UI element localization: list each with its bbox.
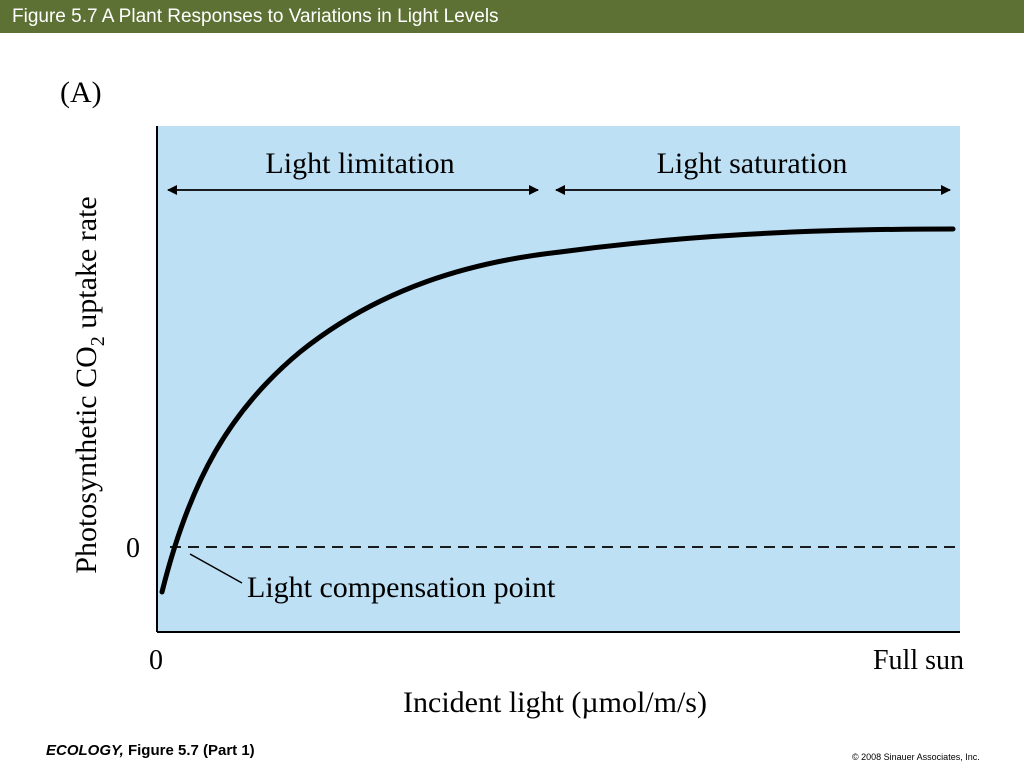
y-axis-title-end: uptake rate [70, 196, 103, 336]
footer-book-title: ECOLOGY, [46, 742, 124, 759]
light-saturation-label: Light saturation [657, 147, 848, 180]
x-start-label: 0 [149, 645, 163, 676]
y-axis-title: Photosynthetic CO2 uptake rate [70, 196, 109, 573]
y-axis-title-subscript: 2 [87, 336, 109, 346]
panel-label: (A) [60, 76, 102, 109]
light-limitation-label: Light limitation [265, 147, 454, 180]
footer-citation: ECOLOGY, Figure 5.7 (Part 1) [46, 742, 255, 759]
x-axis-title: Incident light (µmol/m/s) [403, 686, 707, 719]
y-axis-title-main: Photosynthetic CO [70, 346, 103, 574]
y-zero-label: 0 [126, 533, 140, 564]
plot-background [157, 126, 960, 632]
compensation-point-leader [189, 553, 243, 584]
x-end-label: Full sun [873, 645, 964, 676]
compensation-point-label: Light compensation point [247, 571, 556, 604]
slide-title: Figure 5.7 A Plant Responses to Variatio… [12, 6, 499, 27]
footer-copyright: © 2008 Sinauer Associates, Inc. [852, 752, 980, 762]
photosynthesis-response-curve [159, 226, 956, 595]
title-bar: Figure 5.7 A Plant Responses to Variatio… [0, 0, 1024, 33]
footer-figure-ref: Figure 5.7 (Part 1) [123, 742, 255, 759]
